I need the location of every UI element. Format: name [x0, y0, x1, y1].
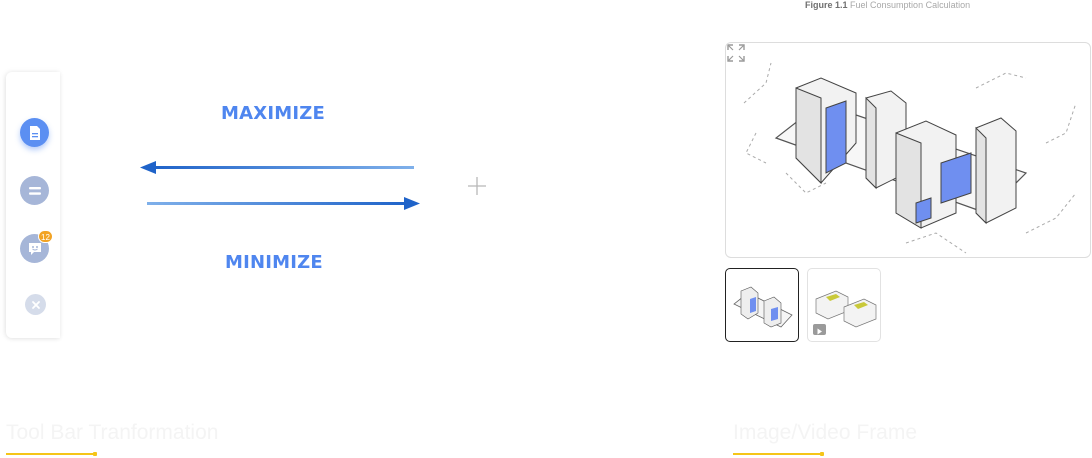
building-diagram-image: [743, 62, 1077, 254]
chat-icon: [27, 241, 43, 257]
figure-caption: Figure 1.1 Fuel Consumption Calculation: [805, 0, 970, 10]
figure-caption-text: Fuel Consumption Calculation: [850, 0, 971, 10]
transform-arrows: [140, 161, 420, 210]
frame-section-title: Image/Video Frame: [733, 421, 918, 444]
minimize-label: MINIMIZE: [225, 252, 323, 273]
plus-icon: [468, 177, 486, 195]
equals-icon: [28, 186, 42, 196]
close-icon: [31, 300, 41, 310]
right-arrow-icon: [147, 197, 420, 210]
document-icon: [28, 125, 42, 141]
notification-badge: 12: [38, 230, 53, 243]
image-frame[interactable]: [725, 42, 1091, 258]
close-button[interactable]: [25, 294, 46, 315]
thumbnail-building-image: [733, 286, 793, 328]
menu-button[interactable]: [20, 176, 49, 205]
maximize-label: MAXIMIZE: [221, 103, 325, 124]
thumbnail-video-image: [815, 290, 877, 328]
thumbnail-image[interactable]: [725, 268, 799, 342]
toolbar-title-underline: [6, 452, 97, 456]
document-button[interactable]: [20, 118, 49, 147]
play-icon: [813, 324, 826, 335]
figure-number: Figure 1.1: [805, 0, 848, 10]
frame-title-underline: [733, 452, 824, 456]
thumbnail-video[interactable]: [807, 268, 881, 342]
toolbar: 12: [6, 72, 60, 338]
left-arrow-icon: [140, 161, 414, 174]
fullscreen-icon[interactable]: [726, 43, 746, 63]
chat-button[interactable]: 12: [20, 230, 53, 263]
toolbar-section-title: Tool Bar Tranformation: [6, 421, 219, 444]
